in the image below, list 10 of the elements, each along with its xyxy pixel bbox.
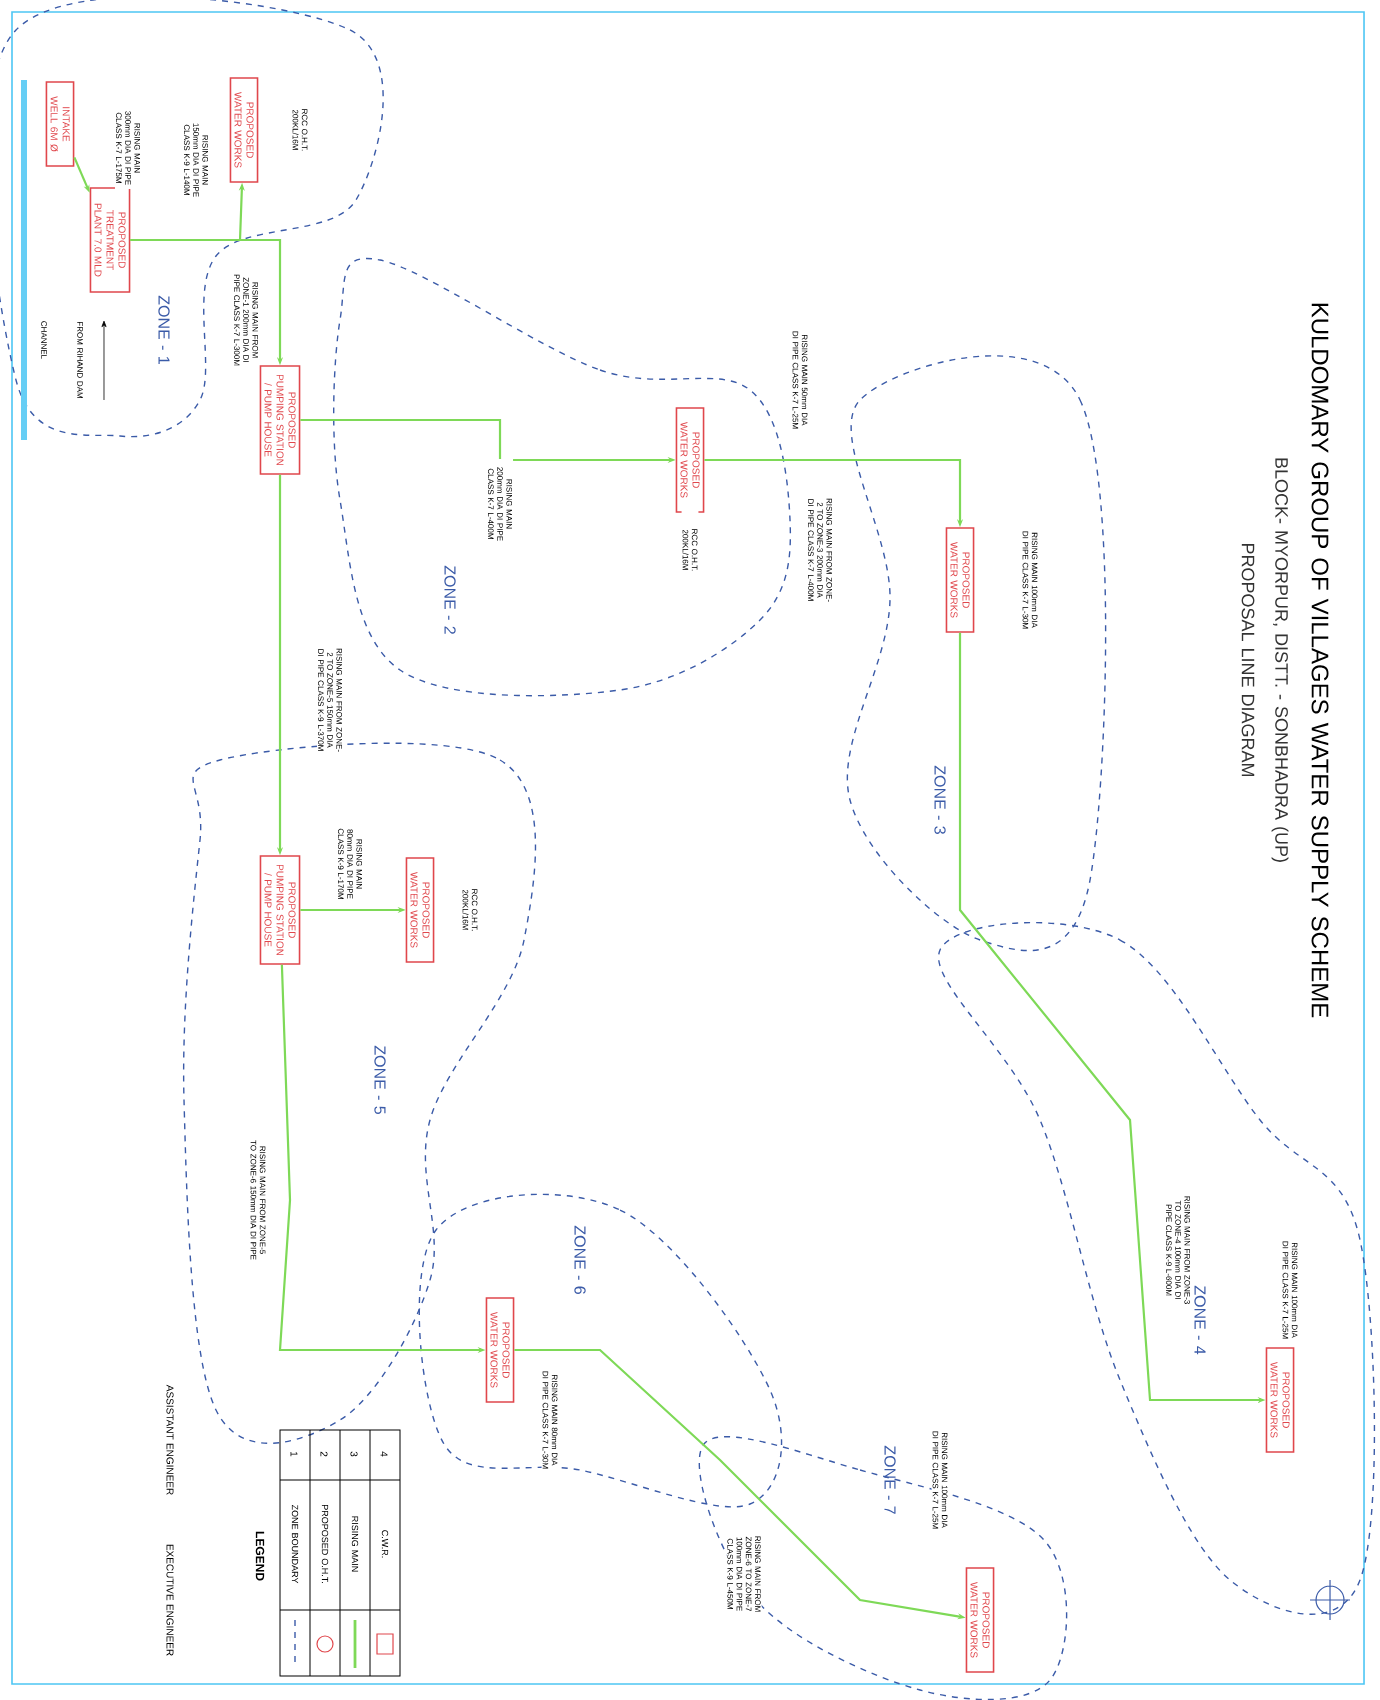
zone-label: ZONE - 7 bbox=[884, 1445, 896, 1514]
zone-label: ZONE - 2 bbox=[444, 565, 456, 634]
subtitle: BLOCK- MYORPUR, DISTT. - SONBHADRA (UP) bbox=[1271, 458, 1289, 862]
zone-label: ZONE - 1 bbox=[158, 295, 170, 364]
title: KULDOMARY GROUP OF VILLAGES WATER SUPPLY SCHEME bbox=[1311, 303, 1329, 1018]
subtitle: PROPOSAL LINE DIAGRAM bbox=[1241, 543, 1255, 777]
zone-label: ZONE - 4 bbox=[1194, 1285, 1206, 1355]
zone-label: ZONE - 6 bbox=[574, 1225, 586, 1294]
zone-label: ZONE - 5 bbox=[374, 1045, 386, 1114]
zone-label: ZONE - 3 bbox=[934, 765, 946, 834]
